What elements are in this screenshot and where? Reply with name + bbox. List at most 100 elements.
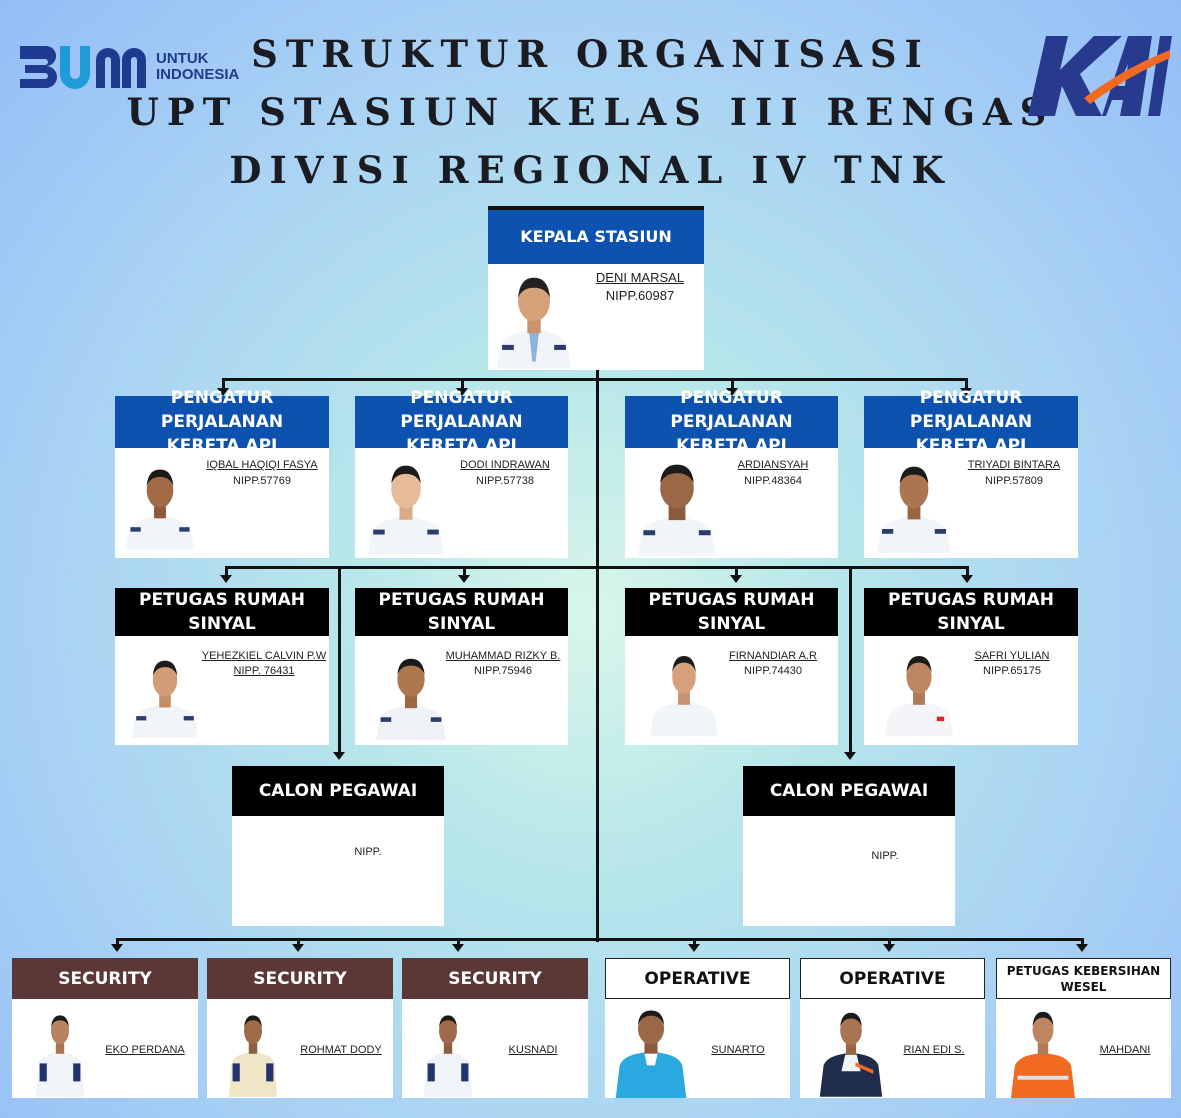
prs-name: FIRNANDIAR A.R [728, 650, 817, 662]
prs-name: MUHAMMAD RIZKY B. [445, 650, 561, 662]
connector [463, 566, 466, 576]
connector [1081, 938, 1084, 946]
connector [338, 566, 341, 752]
arrow-down-icon [688, 944, 700, 952]
prs-role: PETUGAS RUMAH SINYAL [625, 588, 838, 636]
person-photo-icon [497, 277, 571, 369]
security-name: ROHMAT DODY [300, 1044, 382, 1056]
person-photo-icon [615, 1010, 687, 1098]
kepala-role: KEPALA STASIUN [488, 206, 704, 264]
bumn-sub-line1: UNTUK [156, 50, 209, 67]
connector [735, 566, 738, 576]
bumn-logo-subtitle: UNTUK INDONESIA [156, 51, 239, 83]
connector [965, 378, 968, 390]
ppka-role: PENGATUR PERJALANAN KERETA API [864, 388, 1078, 456]
kebersihan-role: PETUGAS KEBERSIHAN WESEL [996, 958, 1171, 999]
connector-bottom-bar [116, 938, 1084, 941]
ppka-nipp: NIPP.57809 [985, 475, 1043, 487]
calon-nipp: NIPP. [354, 846, 382, 858]
operative-card: OPERATIVE RIAN EDI S. [800, 958, 985, 1098]
connector [693, 938, 696, 946]
operative-role: OPERATIVE [605, 958, 790, 999]
prs-name: SAFRI YULIAN [974, 650, 1050, 662]
person-photo-icon [131, 660, 199, 738]
person-photo-icon [638, 464, 716, 556]
connector [116, 938, 119, 946]
title-line-1: STRUKTUR ORGANISASI [251, 32, 930, 76]
arrow-down-icon [452, 944, 464, 952]
calon-card: CALON PEGAWAI NIPP. [743, 766, 955, 926]
ppka-role-line1: PENGATUR PERJALANAN [160, 388, 284, 432]
connector [731, 378, 734, 390]
ppka-name: IQBAL HAQIQI FASYA [206, 459, 318, 471]
ppka-name: ARDIANSYAH [737, 459, 809, 471]
arrow-down-icon [111, 944, 123, 952]
person-photo-icon [376, 658, 446, 741]
prs-card: PETUGAS RUMAH SINYAL YEHEZKIEL CALVIN P.… [115, 588, 329, 745]
connector-ppka-bar [222, 378, 968, 381]
operative-name: RIAN EDI S. [903, 1044, 965, 1056]
title-line-3: DIVISI REGIONAL IV TNK [229, 148, 952, 192]
ppka-name: DODI INDRAWAN [460, 459, 550, 471]
ppka-role-line1: PENGATUR PERJALANAN [400, 388, 523, 432]
kepala-card: KEPALA STASIUN DENI MARSAL NIPP.60987 [488, 206, 704, 370]
arrow-down-icon [730, 575, 742, 583]
connector [225, 566, 228, 576]
arrow-down-icon [726, 388, 738, 396]
connector [966, 566, 969, 576]
kai-logo [1024, 28, 1174, 124]
ppka-role: PENGATUR PERJALANAN KERETA API [115, 388, 329, 456]
prs-name: YEHEZKIEL CALVIN P.W [201, 650, 327, 662]
arrow-down-icon [844, 752, 856, 760]
arrow-down-icon [1076, 944, 1088, 952]
person-photo-icon [368, 465, 444, 555]
operative-name: SUNARTO [711, 1044, 765, 1056]
ppka-role-line2: KERETA API [406, 436, 517, 456]
person-photo-icon [877, 466, 951, 553]
security-name: EKO PERDANA [105, 1044, 185, 1056]
person-photo-icon [884, 655, 954, 736]
ppka-role-line2: KERETA API [166, 436, 278, 456]
person-photo-icon [1010, 1011, 1076, 1098]
security-role: SECURITY [207, 958, 393, 999]
prs-nipp: NIPP.75946 [474, 665, 532, 677]
security-name: KUSNADI [508, 1044, 558, 1056]
ppka-name: TRIYADI BINTARA [967, 459, 1061, 471]
connector [888, 938, 891, 946]
connector [297, 938, 300, 946]
kai-logo-icon [1028, 36, 1172, 116]
ppka-nipp: NIPP.48364 [744, 475, 802, 487]
person-photo-icon [424, 1015, 472, 1097]
bumn-logo-mark [18, 38, 148, 107]
prs-nipp: NIPP.65175 [983, 665, 1041, 677]
ppka-role: PENGATUR PERJALANAN KERETA API [355, 388, 568, 456]
ppka-role: PENGATUR PERJALANAN KERETA API [625, 388, 838, 456]
ppka-role-line1: PENGATUR PERJALANAN [670, 388, 793, 432]
arrow-down-icon [883, 944, 895, 952]
prs-nipp: NIPP.74430 [744, 665, 802, 677]
bumn-sub-line2: INDONESIA [156, 66, 240, 83]
prs-role: PETUGAS RUMAH SINYAL [355, 588, 568, 636]
ppka-role-line2: KERETA API [915, 436, 1027, 456]
calon-card: CALON PEGAWAI NIPP. [232, 766, 444, 926]
calon-role: CALON PEGAWAI [232, 766, 444, 816]
kebersihan-card: PETUGAS KEBERSIHAN WESEL MAHDANI [996, 958, 1171, 1098]
security-role: SECURITY [12, 958, 198, 999]
prs-role: PETUGAS RUMAH SINYAL [864, 588, 1078, 636]
prs-card: PETUGAS RUMAH SINYAL SAFRI YULIAN NIPP.6… [864, 588, 1078, 745]
kepala-nipp: NIPP.60987 [605, 288, 675, 303]
prs-nipp: NIPP. 76431 [233, 665, 295, 677]
arrow-down-icon [961, 575, 973, 583]
connector-prs-bar [225, 566, 969, 569]
ppka-nipp: NIPP.57738 [476, 475, 534, 487]
operative-role: OPERATIVE [800, 958, 985, 999]
arrow-down-icon [456, 388, 468, 396]
arrow-down-icon [217, 388, 229, 396]
kepala-name: DENI MARSAL [595, 270, 685, 285]
security-card: SECURITY EKO PERDANA [12, 958, 198, 1098]
person-photo-icon [229, 1015, 277, 1097]
connector [457, 938, 460, 946]
connector [222, 378, 225, 390]
prs-role: PETUGAS RUMAH SINYAL [115, 588, 329, 636]
person-photo-icon [649, 655, 719, 736]
